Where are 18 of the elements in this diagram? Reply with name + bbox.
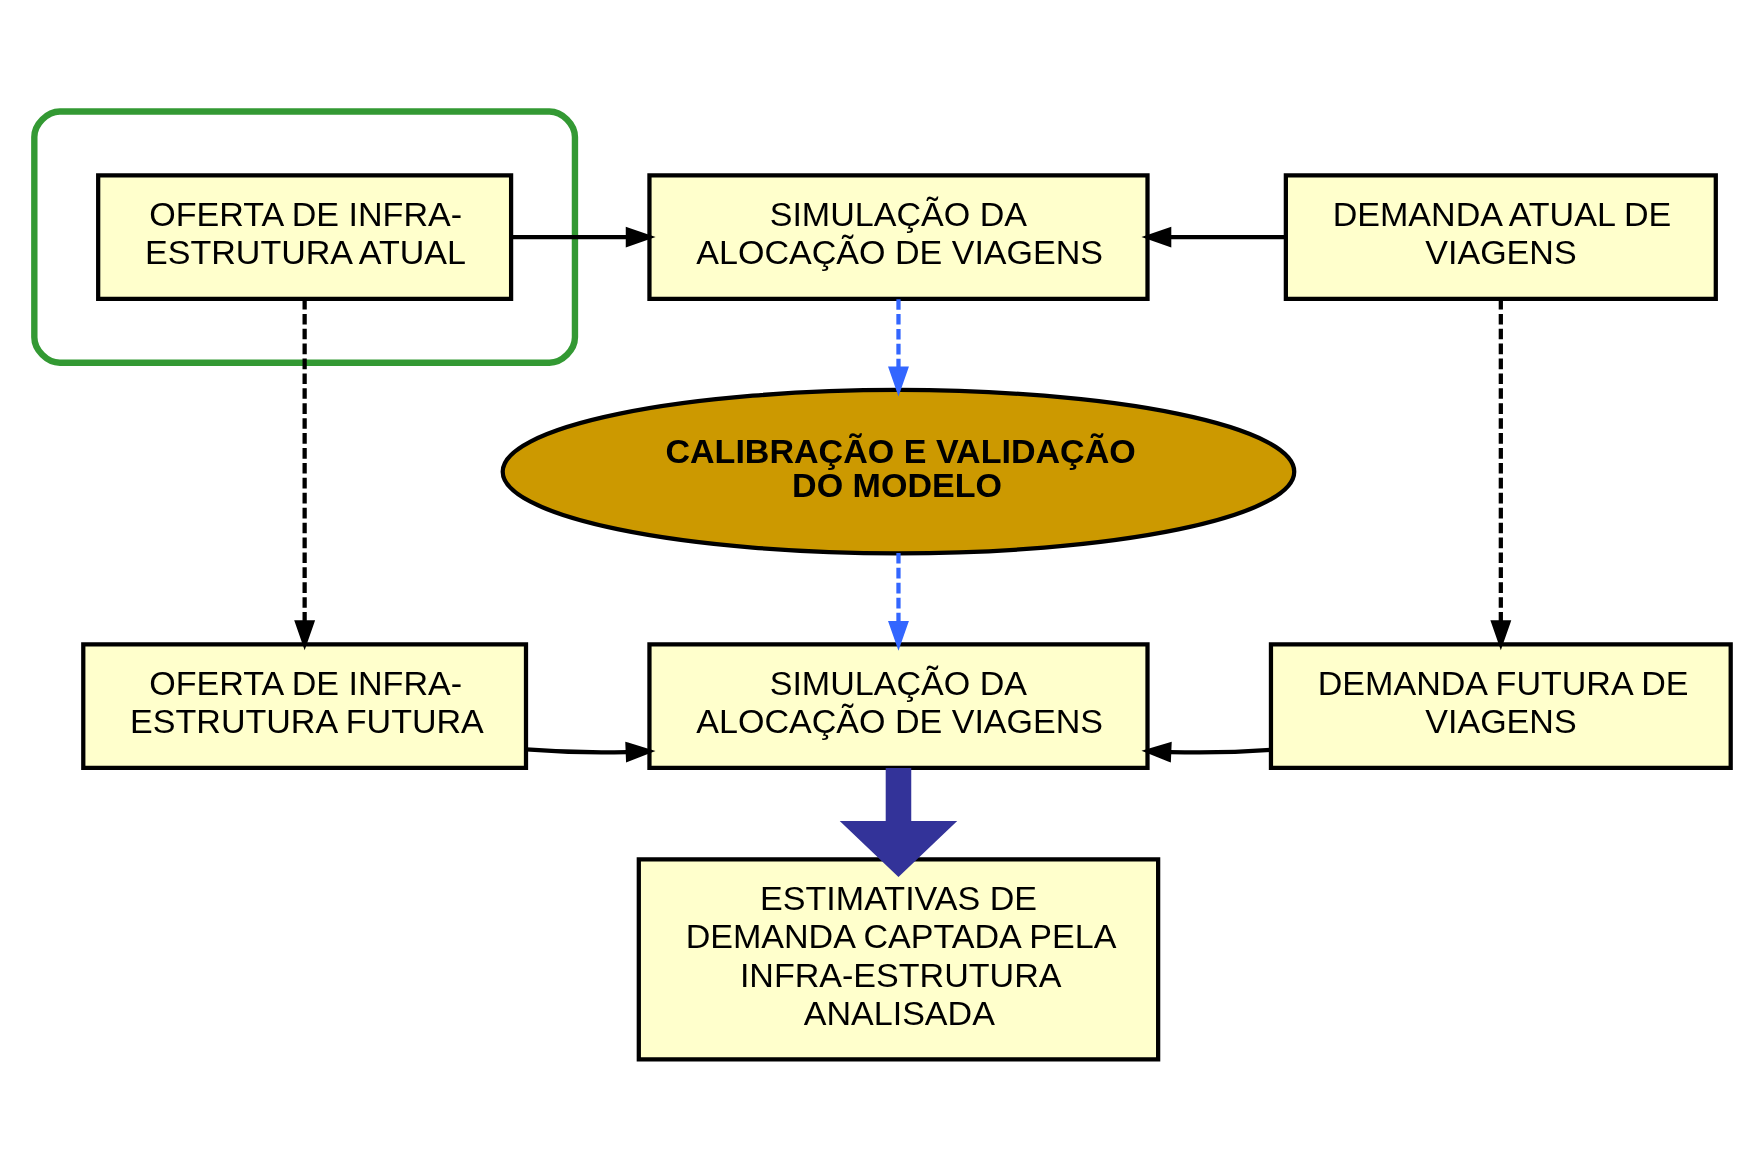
arrow — [839, 767, 958, 877]
arrow — [294, 299, 316, 651]
arrow — [1141, 226, 1286, 248]
node-box: DEMANDA ATUAL DE VIAGENS — [1283, 173, 1718, 301]
arrow — [888, 553, 909, 651]
node-box: OFERTA DE INFRA- ESTRUTURA FUTURA — [81, 642, 529, 770]
arrow — [526, 741, 656, 763]
arrow — [511, 226, 656, 248]
node-box: DEMANDA FUTURA DE VIAGENS — [1268, 642, 1733, 770]
arrow — [1490, 299, 1512, 651]
cluster — [31, 108, 579, 366]
node-ellipse: CALIBRAÇÃO E VALIDAÇÃO DO MODELO — [500, 387, 1297, 556]
node-box: ESTIMATIVAS DE DEMANDA CAPTADA PELA INFRA-ESTRUTURA ANALISADA — [636, 857, 1161, 1062]
arrow — [1141, 741, 1271, 763]
arrow — [888, 299, 909, 397]
node-box: OFERTA DE INFRA- ESTRUTURA ATUAL — [96, 173, 514, 301]
node-box: SIMULAÇÃO DA ALOCAÇÃO DE VIAGENS — [647, 642, 1150, 770]
node-box: SIMULAÇÃO DA ALOCAÇÃO DE VIAGENS — [647, 173, 1150, 301]
